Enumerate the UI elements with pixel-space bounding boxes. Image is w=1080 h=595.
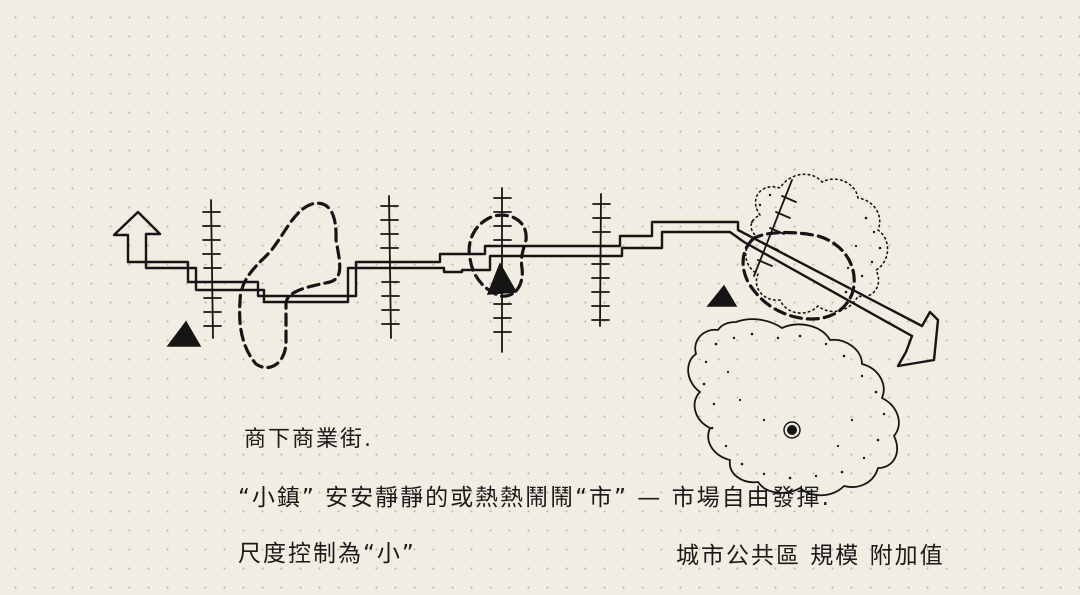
triangle-marker-icon xyxy=(166,262,738,347)
note-town: “小鎮” 安安靜靜的或熱熱鬧鬧“市” — 市場自由發揮. xyxy=(238,485,831,511)
note-scale: 尺度控制為“小” xyxy=(238,541,416,567)
note-street: 商下商業街. xyxy=(244,427,373,452)
tree-canopy-icon xyxy=(687,173,900,497)
arrow-up-icon xyxy=(112,210,162,264)
note-public: 城市公共區 規模 附加值 xyxy=(676,543,945,569)
dot-marker-icon xyxy=(787,425,797,435)
street-lower-edge xyxy=(144,230,914,338)
dashed-route-loops xyxy=(238,201,856,370)
arrow-down-icon xyxy=(896,310,940,368)
